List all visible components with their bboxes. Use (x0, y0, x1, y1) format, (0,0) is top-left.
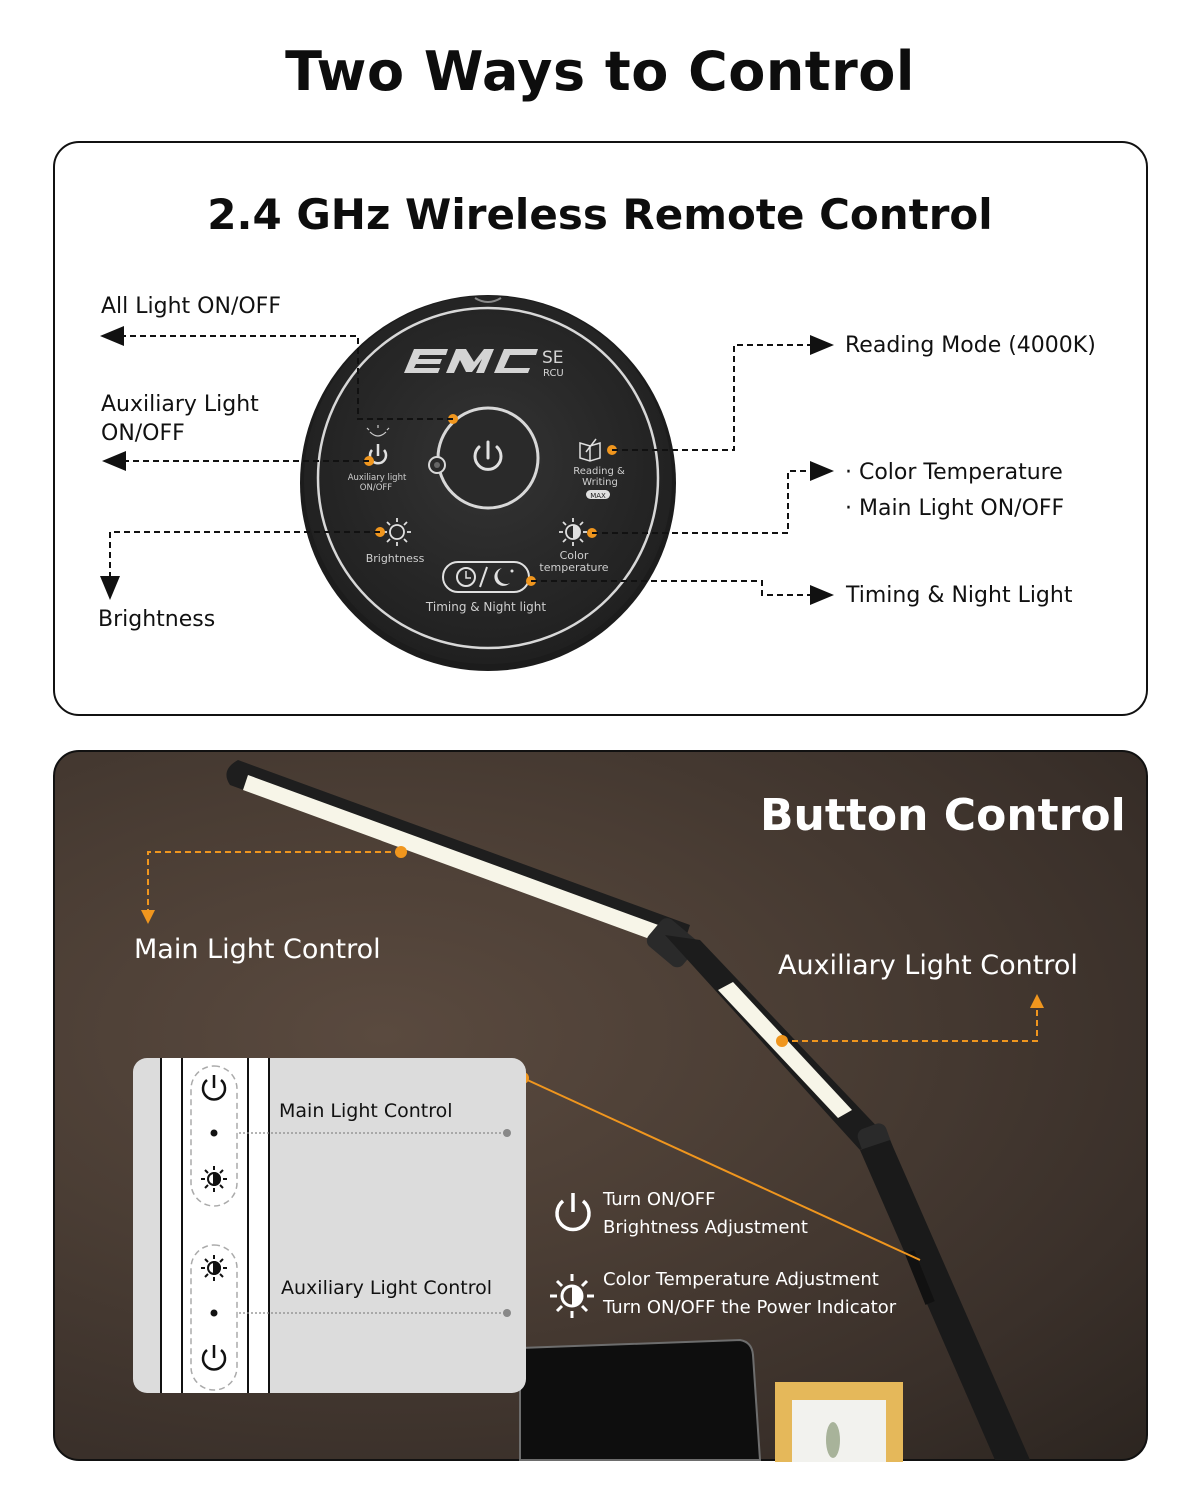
page-title: Two Ways to Control (285, 40, 915, 103)
lamp-arm-lower (860, 1140, 1030, 1460)
monitor-image (519, 1338, 762, 1461)
aux-light-button[interactable]: Auxiliary light ON/OFF (348, 425, 407, 493)
main-power-button[interactable] (428, 406, 540, 510)
callout-brightness: Brightness (98, 607, 216, 632)
strip-aux-power-icon[interactable] (201, 1345, 227, 1371)
button-panel-leaders (147, 851, 1038, 1261)
lamp-arm-upper (665, 935, 885, 1150)
svg-text:SE: SE (542, 348, 564, 368)
svg-text:MAX: MAX (590, 492, 606, 500)
svg-text:Brightness: Brightness (366, 552, 425, 565)
svg-text:Auxiliary light: Auxiliary light (348, 473, 407, 483)
callout-aux-line1: Auxiliary Light (101, 392, 259, 417)
aux-light-control-label: Auxiliary Light Control (778, 950, 1078, 981)
remote-panel-title: 2.4 GHz Wireless Remote Control (207, 190, 993, 239)
desc-color-line2: Turn ON/OFF the Power Indicator (603, 1297, 897, 1318)
callout-all-light: All Light ON/OFF (101, 294, 281, 319)
desc-power-line2: Brightness Adjustment (603, 1217, 808, 1238)
lamp-head (226, 760, 690, 950)
svg-text:ON/OFF: ON/OFF (360, 483, 392, 493)
desc-power-line1: Turn ON/OFF (603, 1189, 716, 1210)
reading-mode-button[interactable]: Reading & Writing MAX (573, 438, 625, 500)
inset-main-light-label: Main Light Control (279, 1100, 453, 1122)
svg-text:temperature: temperature (539, 561, 608, 574)
picture-frame-image (775, 1382, 903, 1462)
strip-aux-colortemp-icon[interactable] (201, 1255, 227, 1281)
desc-color-line1: Color Temperature Adjustment (603, 1269, 879, 1290)
inset-aux-light-label: Auxiliary Light Control (281, 1277, 492, 1299)
strip-main-colortemp-icon[interactable] (201, 1166, 227, 1192)
color-temperature-button[interactable]: Color temperature (539, 518, 609, 574)
svg-text:RCU: RCU (543, 368, 564, 379)
timing-night-light-button[interactable]: Timing & Night light (425, 561, 546, 614)
callout-reading-mode: Reading Mode (4000K) (845, 333, 1096, 358)
callout-color-temp: · Color Temperature (845, 460, 1063, 485)
power-icon (555, 1193, 591, 1232)
svg-text:Reading &: Reading & (573, 466, 625, 477)
callout-timing: Timing & Night Light (846, 583, 1073, 608)
main-light-control-label: Main Light Control (134, 934, 381, 965)
callout-aux-line2: ON/OFF (101, 421, 185, 446)
svg-text:Timing & Night light: Timing & Night light (425, 600, 546, 614)
button-panel-title: Button Control (760, 790, 1126, 841)
svg-text:Color: Color (560, 549, 589, 562)
callout-main-light: · Main Light ON/OFF (845, 496, 1065, 521)
leader-lines (100, 326, 834, 605)
color-temperature-icon (550, 1274, 594, 1318)
remote-device: SE RCU Auxiliary light ON/OFF (300, 295, 676, 671)
button-strip-inset: Main Light Control Auxiliary Light Contr… (133, 1058, 526, 1393)
strip-main-power-icon[interactable] (201, 1075, 227, 1101)
svg-text:Writing: Writing (582, 477, 618, 488)
emc-logo: SE RCU (404, 348, 564, 379)
